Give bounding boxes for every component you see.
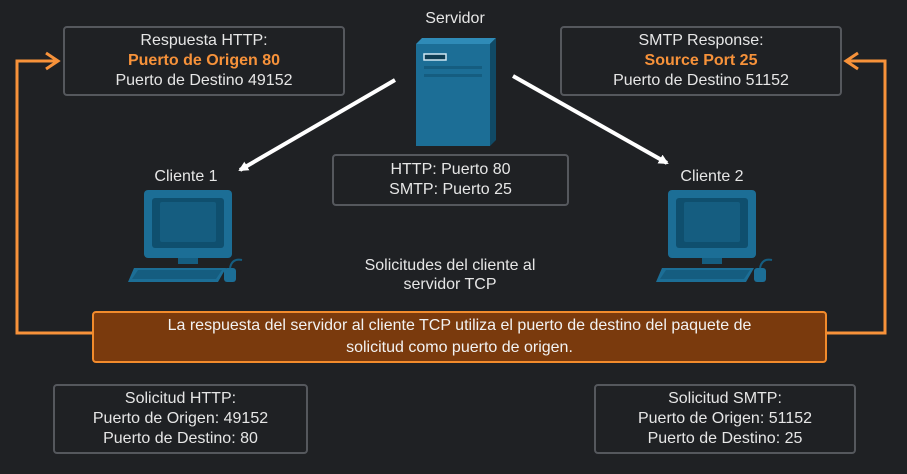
arrow-to-client2 [512, 74, 669, 165]
note-line2: solicitud como puerto de origen. [346, 339, 573, 356]
http-response-title: Respuesta HTTP: [140, 32, 268, 49]
server-icon [416, 38, 496, 146]
arrow-to-client1 [238, 78, 397, 172]
http-response-source-port: Puerto de Origen 80 [127, 52, 281, 69]
smtp-request-title: Solicitud SMTP: [668, 390, 782, 407]
right-return-arrow [827, 51, 887, 335]
smtp-response-source-port: Source Port 25 [644, 52, 758, 69]
client2-label: Cliente 2 [680, 168, 744, 185]
smtp-response-dest-port: Puerto de Destino 51152 [613, 72, 789, 89]
server-port-smtp: SMTP: Puerto 25 [389, 181, 512, 198]
center-caption: Solicitudes del cliente al servidor TCP [320, 256, 580, 294]
http-response-dest-port: Puerto de Destino 49152 [115, 72, 293, 89]
server-response-note: La respuesta del servidor al cliente TCP… [92, 311, 827, 363]
client1-label: Cliente 1 [154, 168, 218, 185]
smtp-response-title: SMTP Response: [638, 32, 764, 49]
http-request-box: Solicitud HTTP: Puerto de Origen: 49152 … [53, 384, 308, 454]
client2-computer-icon [656, 190, 773, 282]
note-line1: La respuesta del servidor al cliente TCP… [167, 317, 752, 334]
server-ports-box: HTTP: Puerto 80 SMTP: Puerto 25 [332, 154, 569, 206]
http-request-title: Solicitud HTTP: [124, 390, 237, 407]
http-request-dest-port: Puerto de Destino: 80 [103, 430, 258, 447]
server-port-http: HTTP: Puerto 80 [390, 161, 511, 178]
left-return-arrow [15, 51, 92, 335]
smtp-request-dest-port: Puerto de Destino: 25 [647, 430, 803, 447]
smtp-request-source-port: Puerto de Origen: 51152 [637, 410, 813, 427]
client1-computer-icon [128, 190, 243, 282]
center-caption-line1: Solicitudes del cliente al [364, 257, 536, 274]
center-caption-line2: servidor TCP [403, 276, 497, 293]
smtp-request-box: Solicitud SMTP: Puerto de Origen: 51152 … [594, 384, 856, 454]
http-response-box: Respuesta HTTP: Puerto de Origen 80 Puer… [63, 26, 345, 96]
server-title: Servidor [425, 10, 485, 27]
http-request-source-port: Puerto de Origen: 49152 [92, 410, 269, 427]
smtp-response-box: SMTP Response: Source Port 25 Puerto de … [560, 26, 842, 96]
